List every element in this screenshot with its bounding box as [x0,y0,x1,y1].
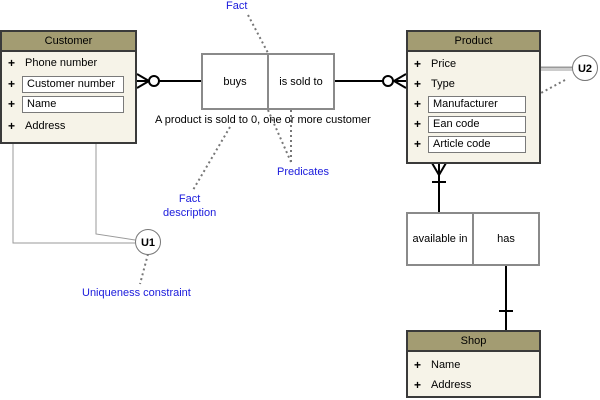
attr-label: Customer number [22,76,124,93]
attr-plus-icon: + [414,378,422,392]
annotation-fact: Fact [226,0,248,12]
customer-entity[interactable]: Customer + Phone number + Customer numbe… [0,30,137,144]
uniqueness-constraint-u1[interactable]: U1 [135,229,161,255]
product-entity[interactable]: Product + Price + Type + Manufacturer + … [406,30,541,164]
attr-label: Price [431,58,457,70]
attr-plus-icon: + [414,137,422,151]
attr-plus-icon: + [8,56,16,70]
has-shop-connector [499,265,513,330]
annotation-fact-description-line1: Fact [178,193,201,205]
attr-plus-icon: + [414,117,422,131]
annotation-fact-description: Fact description [163,192,216,220]
shop-entity-title: Shop [408,332,539,352]
attr-label: Address [431,379,472,391]
attr-label: Manufacturer [428,96,526,113]
product-available-connector [431,162,447,212]
attr-plus-icon: + [8,119,16,133]
customer-entity-title: Customer [2,32,135,52]
buys-fact-type[interactable]: buys is sold to [201,53,335,110]
attr-plus-icon: + [8,97,16,111]
attr-plus-icon: + [8,77,16,91]
fact-reading: A product is sold to 0, one or more cust… [155,114,371,126]
attr-label: Address [25,120,66,132]
sold-to-product-connector [334,73,407,89]
fact-role-has[interactable]: has [472,214,538,264]
attr-label: Name [22,96,124,113]
attr-label: Type [431,78,455,90]
shop-entity[interactable]: Shop + Name + Address [406,330,541,398]
attr-label: Phone number [25,57,98,69]
available-fact-type[interactable]: available in has [406,212,540,266]
uniqueness-constraint-u2[interactable]: U2 [572,55,598,81]
fact-role-buys[interactable]: buys [223,75,247,88]
attr-plus-icon: + [414,358,422,372]
fact-role-available-in[interactable]: available in [412,233,468,245]
attr-label: Article code [428,136,526,153]
fact-role-is-sold-to[interactable]: is sold to [267,55,333,108]
annotation-fact-description-line2: description [163,207,217,219]
annotation-predicates: Predicates [277,166,329,178]
product-entity-title: Product [408,32,539,52]
annotation-leaders [139,14,566,285]
attr-label: Name [431,359,461,371]
attr-plus-icon: + [414,57,422,71]
customer-buys-connector [136,73,201,89]
attr-plus-icon: + [414,77,422,91]
attr-label: Ean code [428,116,526,133]
annotation-uniqueness-constraint: Uniqueness constraint [82,287,191,299]
attr-plus-icon: + [414,97,422,111]
